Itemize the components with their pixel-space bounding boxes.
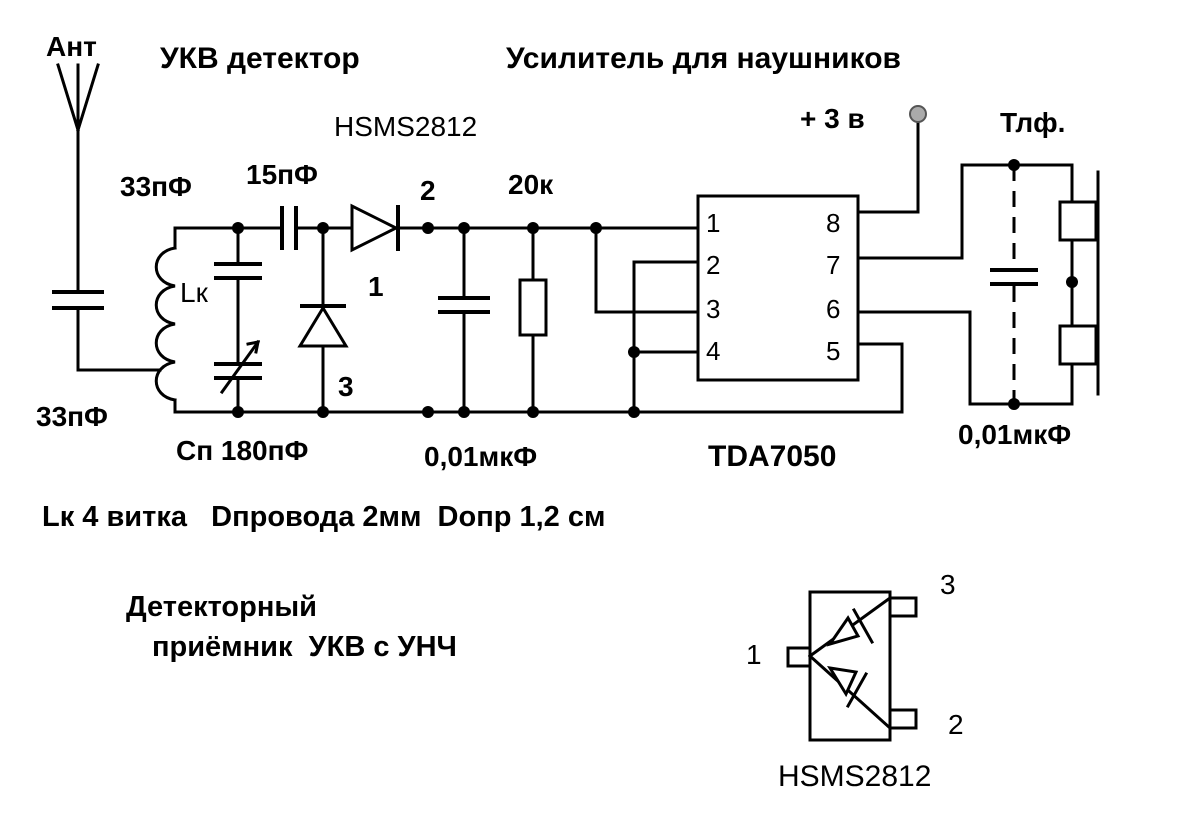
- label-desc-line2: приёмник УКВ с УНЧ: [152, 631, 457, 663]
- label-desc-line1: Детекторный: [126, 591, 317, 623]
- label-c15: 15пФ: [246, 159, 318, 190]
- label-amp-title: Усилитель для наушников: [506, 42, 901, 75]
- label-diode-top: HSMS2812: [334, 111, 477, 142]
- label-node2: 2: [420, 175, 436, 206]
- label-coil-note: Lк 4 витка Dпровода 2мм Dопр 1,2 см: [42, 501, 605, 533]
- coil-lk: [154, 226, 177, 414]
- label-c001-b: 0,01мкФ: [958, 419, 1071, 450]
- ic-pin-left-2: 2: [706, 250, 720, 280]
- ic-tda7050: [696, 194, 860, 382]
- ic-pin-right-5: 5: [826, 336, 840, 366]
- ic-pin-right-8: 8: [826, 208, 840, 238]
- label-plus3v: + 3 в: [800, 103, 865, 134]
- label-c33-top: 33пФ: [120, 171, 192, 202]
- capacitor-001uf-output-dashed: [990, 165, 1038, 404]
- ic-pin-left-4: 4: [706, 336, 720, 366]
- label-cp180: Сп 180пФ: [176, 435, 308, 466]
- ic-pin-right-7: 7: [826, 250, 840, 280]
- label-node3: 3: [338, 371, 354, 402]
- hsms2812-package: [786, 590, 918, 742]
- ic-pin-right-6: 6: [826, 294, 840, 324]
- capacitor-001uf-detector: [438, 226, 490, 414]
- label-pkg-pin3: 3: [940, 569, 956, 600]
- label-node1: 1: [368, 271, 384, 302]
- diode-lower: [297, 226, 349, 414]
- label-tlf: Тлф.: [1000, 107, 1065, 138]
- power-terminal-icon: [909, 105, 927, 123]
- label-pkg-pin2: 2: [948, 709, 964, 740]
- antenna-capacitor: [52, 290, 162, 372]
- resistor-20k: [518, 226, 548, 414]
- label-lk: Lк: [180, 277, 209, 308]
- ic-pin-left-3: 3: [706, 294, 720, 324]
- label-ant: Ант: [46, 31, 97, 62]
- label-pkg-pin1: 1: [746, 639, 762, 670]
- capacitor-15pf: [236, 206, 352, 250]
- headphones-icon: [1058, 163, 1100, 406]
- diode-upper: [350, 203, 430, 253]
- label-tda: TDA7050: [708, 440, 836, 473]
- antenna-symbol: [56, 63, 100, 292]
- ic-pin-left-1: 1: [706, 208, 720, 238]
- label-pkg-name: HSMS2812: [778, 760, 931, 793]
- label-c001-a: 0,01мкФ: [424, 441, 537, 472]
- label-c33-bottom: 33пФ: [36, 401, 108, 432]
- label-ukv-detector: УКВ детектор: [160, 42, 360, 75]
- label-r20k: 20к: [508, 169, 554, 200]
